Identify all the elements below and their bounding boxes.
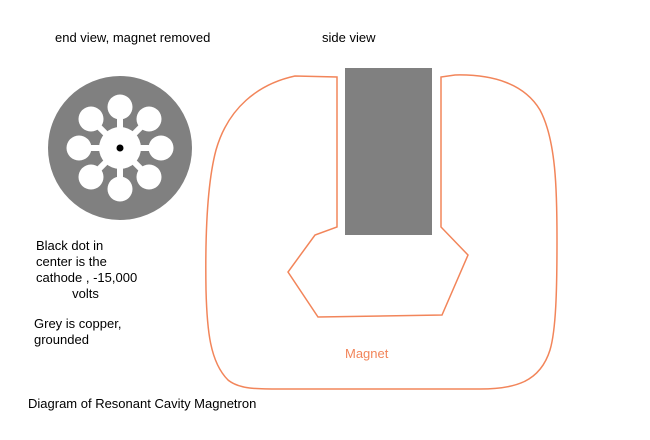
cavity-circle [136,106,162,132]
cavity-circle [66,135,92,161]
cavity-circle [78,164,104,190]
cavity-circle [107,94,133,120]
resonant-cavities [66,94,174,202]
cavity-circle [78,106,104,132]
side-view-diagram [205,68,558,390]
copper-pole-rect [345,68,432,235]
cavity-circle [148,135,174,161]
end-view-diagram [48,76,192,220]
magnet-outline [205,74,558,390]
cavity-circle [107,176,133,202]
magnet-label: Magnet [345,346,389,361]
end-view-title: end view, magnet removed [55,30,211,45]
cavity-circle [136,164,162,190]
cathode-dot [116,144,124,152]
side-view-title: side view [322,30,376,45]
copper-note: Grey is copper, grounded [34,316,122,347]
cathode-note: Black dot in center is the cathode , -15… [36,238,138,301]
diagram-caption: Diagram of Resonant Cavity Magnetron [28,396,257,411]
